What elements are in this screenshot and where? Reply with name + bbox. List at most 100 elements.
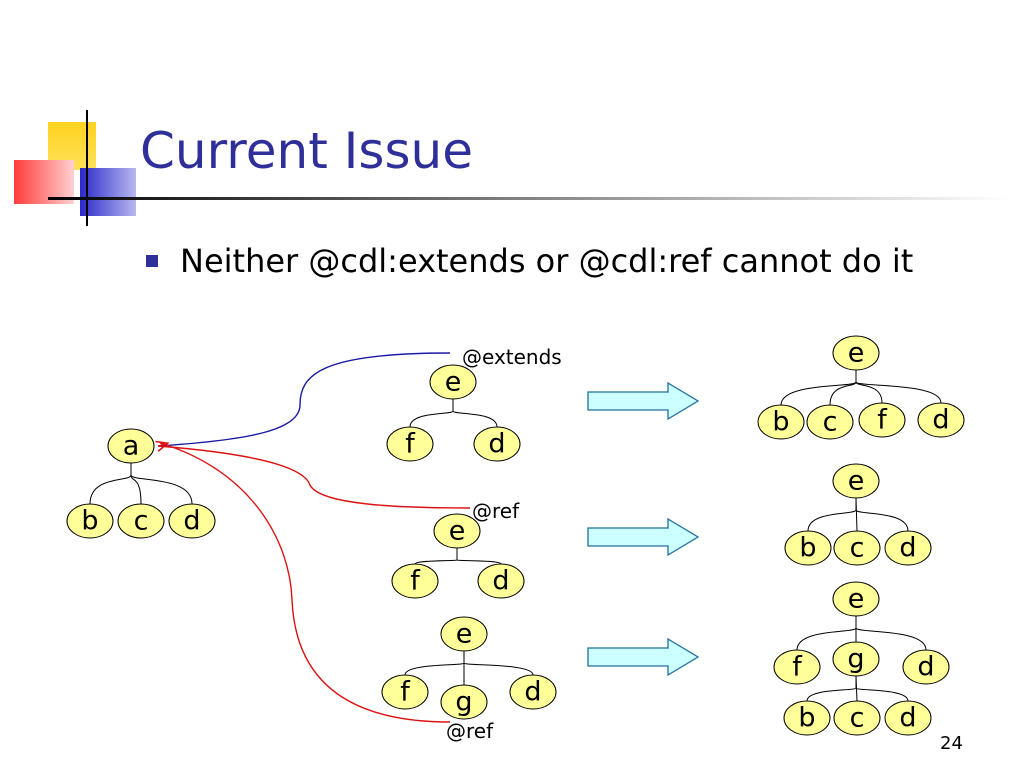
tree-node-t2_e: e bbox=[433, 513, 481, 549]
tree-node-label: b bbox=[772, 407, 789, 438]
tree-node-label: b bbox=[81, 506, 98, 537]
tree-edge-r1_e-r1_b bbox=[780, 370, 857, 406]
tree-edge-t2_e-t2_f bbox=[414, 548, 458, 565]
tree-node-label: c bbox=[823, 407, 838, 438]
tree-node-t2_d: d bbox=[477, 563, 525, 599]
tree-node-label: c bbox=[850, 703, 865, 734]
tree-node-label: b bbox=[799, 533, 816, 564]
logo-red-square bbox=[14, 160, 74, 204]
tree-node-shape bbox=[773, 649, 821, 685]
tree-edge-src_a-src_d bbox=[130, 463, 193, 505]
tree-edge-t3_e-t3_f bbox=[404, 651, 465, 676]
tree-node-shape bbox=[107, 428, 155, 464]
tree-node-label: g bbox=[847, 644, 864, 675]
tree-edge-src_a-src_c bbox=[130, 463, 142, 505]
tree-node-label: c bbox=[850, 533, 865, 564]
ref-connector-top bbox=[157, 445, 471, 509]
ref-label-top: @ref bbox=[472, 499, 520, 523]
tree-node-label: e bbox=[445, 367, 462, 398]
tree-node-shape bbox=[832, 641, 880, 677]
tree-node-r3_d2: d bbox=[884, 700, 932, 736]
extends-label: @extends bbox=[462, 345, 562, 369]
tree-edge-t1_e-t1_f bbox=[409, 399, 454, 428]
tree-node-shape bbox=[917, 402, 965, 438]
tree-node-shape bbox=[784, 530, 832, 566]
tree-node-label: d bbox=[488, 429, 505, 460]
tree-node-label: d bbox=[183, 506, 200, 537]
tree-node-t1_f: f bbox=[386, 426, 434, 462]
tree-edge-r2_e-r2_d bbox=[855, 498, 909, 532]
bullet-item: Neither @cdl:extends or @cdl:ref cannot … bbox=[146, 238, 913, 284]
tree-edge-r1_e-r1_c bbox=[829, 370, 857, 406]
tree-node-shape bbox=[386, 426, 434, 462]
tree-node-label: e bbox=[848, 338, 865, 369]
tree-node-shape bbox=[429, 364, 477, 400]
tree-node-shape bbox=[391, 563, 439, 599]
tree-edge-r3_e-r3_d bbox=[855, 616, 927, 651]
tree-node-src_b: b bbox=[66, 503, 114, 539]
tree-node-label: f bbox=[405, 429, 416, 460]
tree-node-shape bbox=[440, 616, 488, 652]
bullet-marker bbox=[146, 255, 158, 267]
tree-node-r3_b: b bbox=[783, 700, 831, 736]
tree-edge-r3_g-r3_d2 bbox=[855, 676, 909, 702]
tree-node-shape bbox=[473, 426, 521, 462]
tree-node-label: f bbox=[410, 566, 421, 597]
tree-node-shape bbox=[381, 674, 429, 710]
tree-node-shape bbox=[832, 581, 880, 617]
tree-node-label: a bbox=[123, 431, 140, 462]
tree-node-shape bbox=[168, 503, 216, 539]
tree-node-t3_f: f bbox=[381, 674, 429, 710]
tree-edge-src_a-src_b bbox=[89, 463, 132, 505]
ref-connector-bottom bbox=[159, 442, 451, 723]
tree-node-label: d bbox=[899, 533, 916, 564]
page-title: Current Issue bbox=[140, 122, 473, 180]
tree-node-r1_d: d bbox=[917, 402, 965, 438]
tree-node-t3_e: e bbox=[440, 616, 488, 652]
tree-node-shape bbox=[884, 700, 932, 736]
tree-edge-r3_g-r3_b bbox=[806, 676, 857, 702]
tree-node-shape bbox=[833, 530, 881, 566]
tree-edge-r2_e-r2_b bbox=[807, 498, 857, 532]
tree-node-shape bbox=[117, 503, 165, 539]
tree-node-shape bbox=[902, 649, 950, 685]
tree-node-r2_e: e bbox=[832, 463, 880, 499]
tree-node-shape bbox=[832, 335, 880, 371]
tree-node-label: d bbox=[917, 652, 934, 683]
tree-node-src_a: a bbox=[107, 428, 155, 464]
extends-connector bbox=[157, 352, 451, 447]
tree-node-label: g bbox=[455, 687, 472, 718]
reference-arrowhead bbox=[158, 444, 165, 446]
tree-node-t3_g: g bbox=[440, 684, 488, 720]
tree-node-src_d: d bbox=[168, 503, 216, 539]
tree-node-label: d bbox=[492, 566, 509, 597]
logo-vertical-line bbox=[86, 110, 88, 226]
tree-edge-r1_e-r1_f bbox=[855, 370, 883, 404]
tree-node-t3_d: d bbox=[509, 674, 557, 710]
tree-node-shape bbox=[806, 404, 854, 440]
tree-node-label: d bbox=[932, 405, 949, 436]
tree-node-r1_b: b bbox=[757, 404, 805, 440]
tree-node-r2_b: b bbox=[784, 530, 832, 566]
tree-node-shape bbox=[832, 463, 880, 499]
tree-node-t2_f: f bbox=[391, 563, 439, 599]
bullet-text: Neither @cdl:extends or @cdl:ref cannot … bbox=[180, 242, 914, 280]
tree-node-r3_g: g bbox=[832, 641, 880, 677]
tree-edges bbox=[89, 370, 942, 702]
tree-edge-t3_e-t3_d bbox=[463, 651, 534, 676]
logo-blue-square bbox=[80, 168, 136, 216]
tree-node-r3_f: f bbox=[773, 649, 821, 685]
tree-node-shape bbox=[509, 674, 557, 710]
tree-node-label: f bbox=[877, 405, 888, 436]
tree-node-label: e bbox=[848, 466, 865, 497]
tree-node-label: f bbox=[792, 652, 803, 683]
tree-node-r3_e: e bbox=[832, 581, 880, 617]
tree-node-t1_d: d bbox=[473, 426, 521, 462]
tree-node-shape bbox=[440, 684, 488, 720]
tree-edge-t1_e-t1_d bbox=[452, 399, 498, 428]
tree-edge-r1_e-r1_d bbox=[855, 370, 942, 404]
tree-edge-t2_e-t2_d bbox=[456, 548, 502, 565]
tree-node-r2_c: c bbox=[833, 530, 881, 566]
